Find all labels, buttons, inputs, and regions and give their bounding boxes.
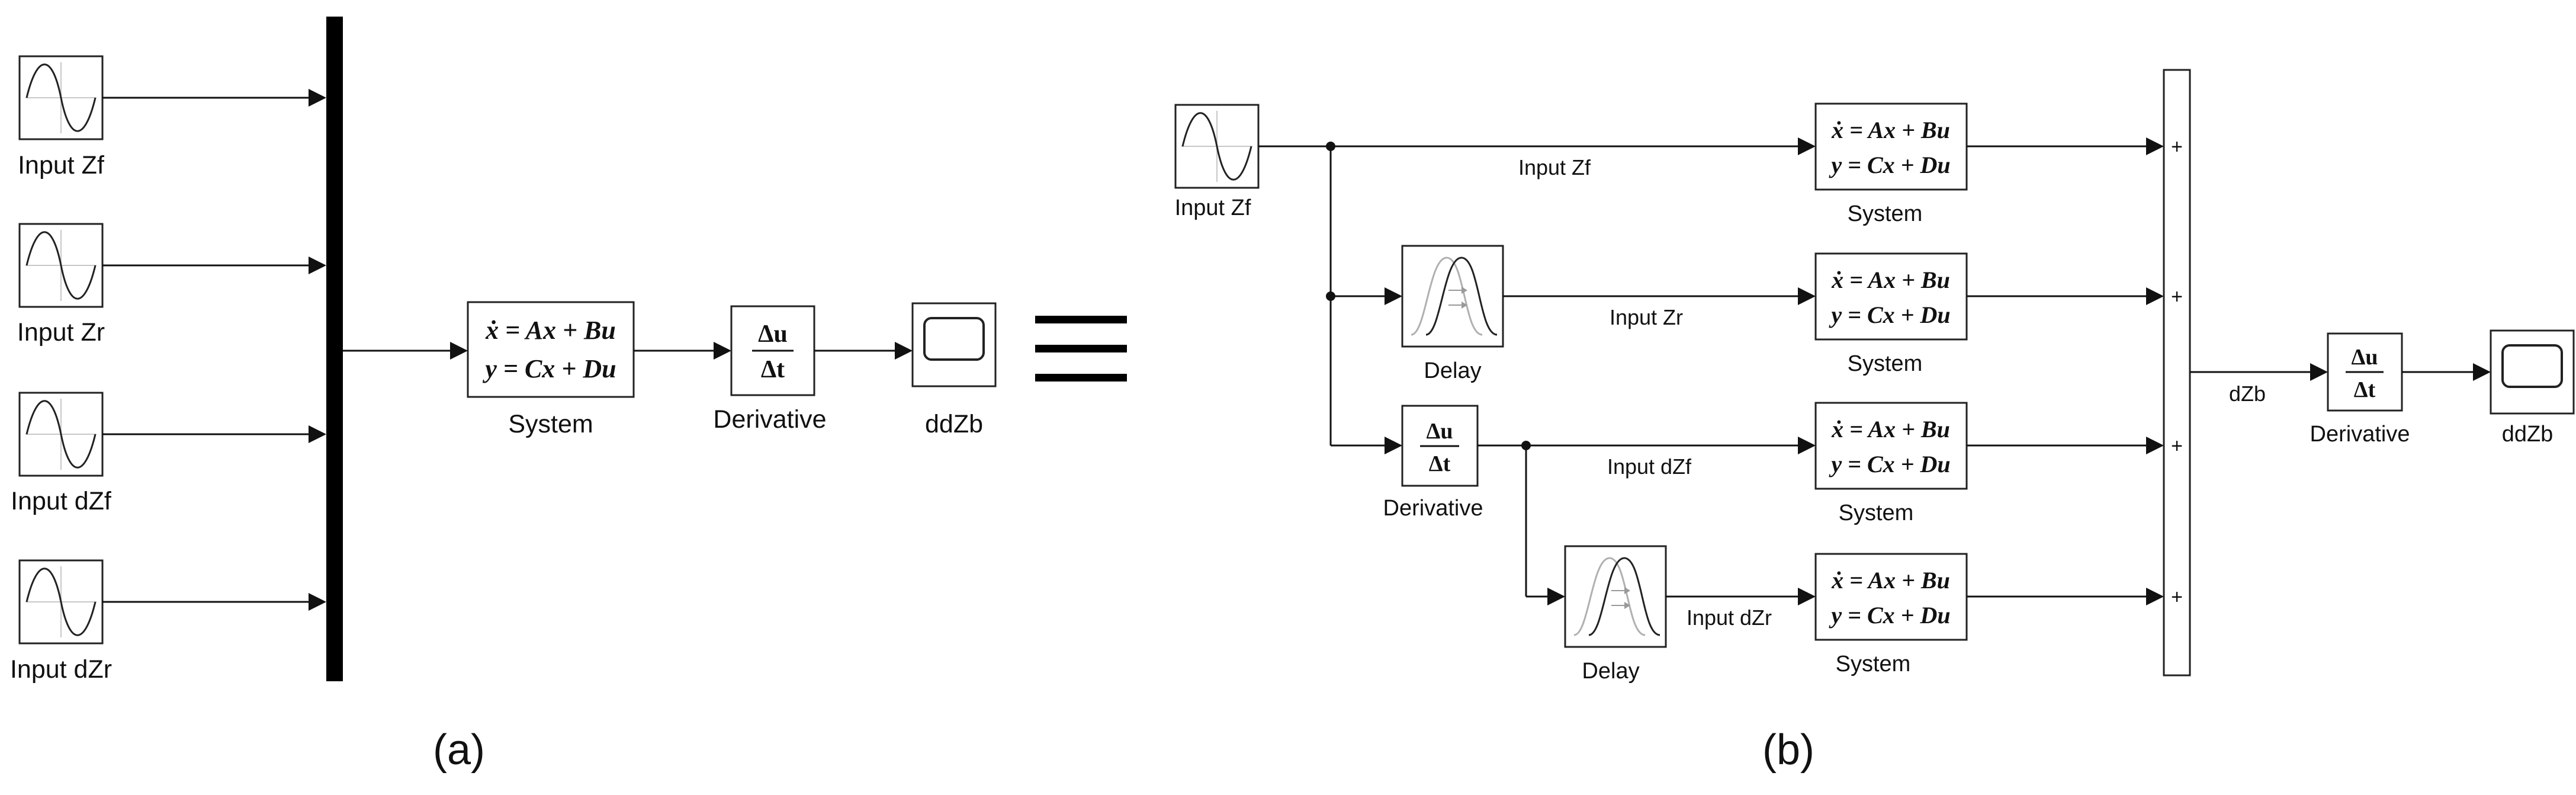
sine-wave-icon <box>18 223 104 308</box>
block-label: ddZb <box>925 410 983 438</box>
derivative-numerator: Δu <box>2352 345 2378 370</box>
output-equation: y = Cx + Du <box>1829 302 1950 328</box>
derivative-denominator: Δt <box>761 356 785 383</box>
state-equation: ẋ = Ax + Bu <box>485 316 616 345</box>
panel-b-source-block: Input Zf <box>1174 104 1260 220</box>
sine-wave-icon <box>18 55 104 140</box>
panel-a-derivative-block: Δu Δt Derivative <box>713 305 827 434</box>
block-label: Input Zr <box>17 318 105 347</box>
panel-b-sum-block: + + + + <box>2163 69 2191 677</box>
block-label: Input dZr <box>10 655 112 684</box>
output-equation: y = Cx + Du <box>1829 152 1950 178</box>
block-label: Derivative <box>713 405 826 434</box>
equivalent-sign <box>1035 316 1127 382</box>
derivative-numerator: Δu <box>1427 419 1453 444</box>
panel-b-system-3: ẋ = Ax + Bu y = Cx + Du System <box>1814 402 1968 525</box>
panel-a-input-zr: Input Zr <box>17 223 326 347</box>
block-label: System <box>1848 351 1923 376</box>
block-label: ddZb <box>2502 422 2553 447</box>
block-label: Input Zf <box>1175 195 1251 220</box>
state-equation: ẋ = Ax + Bu <box>1831 267 1950 293</box>
derivative-denominator: Δt <box>2354 377 2376 402</box>
derivative-numerator: Δu <box>758 320 788 348</box>
scope-icon <box>911 302 997 387</box>
panel-a-input-dzf: Input dZf <box>11 392 326 515</box>
panel-b-system-2: ẋ = Ax + Bu y = Cx + Du System <box>1814 252 1968 376</box>
panel-b-system-1: ẋ = Ax + Bu y = Cx + Du System <box>1814 102 1968 226</box>
state-equation: ẋ = Ax + Bu <box>1831 117 1950 143</box>
block-label: Delay <box>1424 358 1481 383</box>
sum-sign: + <box>2171 435 2183 457</box>
signal-label: Input dZf <box>1607 454 1692 479</box>
block-label: Input Zf <box>18 151 105 179</box>
panel-a: Input Zf Input Zr Input dZf Input dZr ẋ … <box>10 17 997 774</box>
output-equation: y = Cx + Du <box>1829 451 1950 477</box>
panel-b-delay-2: Delay <box>1564 545 1667 684</box>
block-label: Input dZf <box>11 487 112 515</box>
sum-sign: + <box>2171 586 2183 608</box>
signal-label: Input Zr <box>1610 305 1683 329</box>
scope-icon <box>2490 329 2575 415</box>
panel-a-scope-block: ddZb <box>911 302 997 438</box>
derivative-denominator: Δt <box>1429 451 1451 476</box>
panel-b-scope-block: ddZb <box>2490 329 2575 447</box>
block-label: Derivative <box>2310 422 2410 447</box>
panel-b-derivative-out: Δu Δt Derivative <box>2310 332 2410 447</box>
panel-b-derivative-1: Δu Δt Derivative <box>1383 405 1483 521</box>
output-equation: y = Cx + Du <box>482 354 616 383</box>
delay-icon <box>1401 245 1504 348</box>
sum-sign: + <box>2171 136 2183 158</box>
panel-a-caption: (a) <box>433 726 485 774</box>
sine-wave-icon <box>1174 104 1260 189</box>
panel-a-input-zf: Input Zf <box>18 55 326 179</box>
panel-b-caption: (b) <box>1762 726 1814 774</box>
block-label: System <box>1839 501 1914 525</box>
block-label: System <box>1848 201 1923 226</box>
delay-icon <box>1564 545 1667 648</box>
panel-a-input-dzr: Input dZr <box>10 559 326 684</box>
signal-label: Input dZr <box>1687 605 1772 630</box>
panel-b: Input Zf Delay Δu Δt Derivative Delay <box>1174 69 2575 774</box>
state-equation: ẋ = Ax + Bu <box>1831 567 1950 594</box>
state-equation: ẋ = Ax + Bu <box>1831 416 1950 443</box>
sine-wave-icon <box>18 392 104 477</box>
sum-sign: + <box>2171 286 2183 308</box>
block-label: Derivative <box>1383 496 1483 521</box>
block-label: System <box>508 410 593 438</box>
panel-b-delay-1: Delay <box>1401 245 1504 383</box>
sine-wave-icon <box>18 559 104 645</box>
signal-label: Input Zf <box>1518 155 1591 179</box>
block-label: Delay <box>1582 659 1639 684</box>
signal-label: dZb <box>2229 382 2266 406</box>
output-equation: y = Cx + Du <box>1829 602 1950 629</box>
mux-bar <box>326 17 343 681</box>
panel-a-system-block: ẋ = Ax + Bu y = Cx + Du System <box>467 301 635 438</box>
panel-b-system-4: ẋ = Ax + Bu y = Cx + Du System <box>1814 553 1968 677</box>
block-label: System <box>1836 652 1911 677</box>
